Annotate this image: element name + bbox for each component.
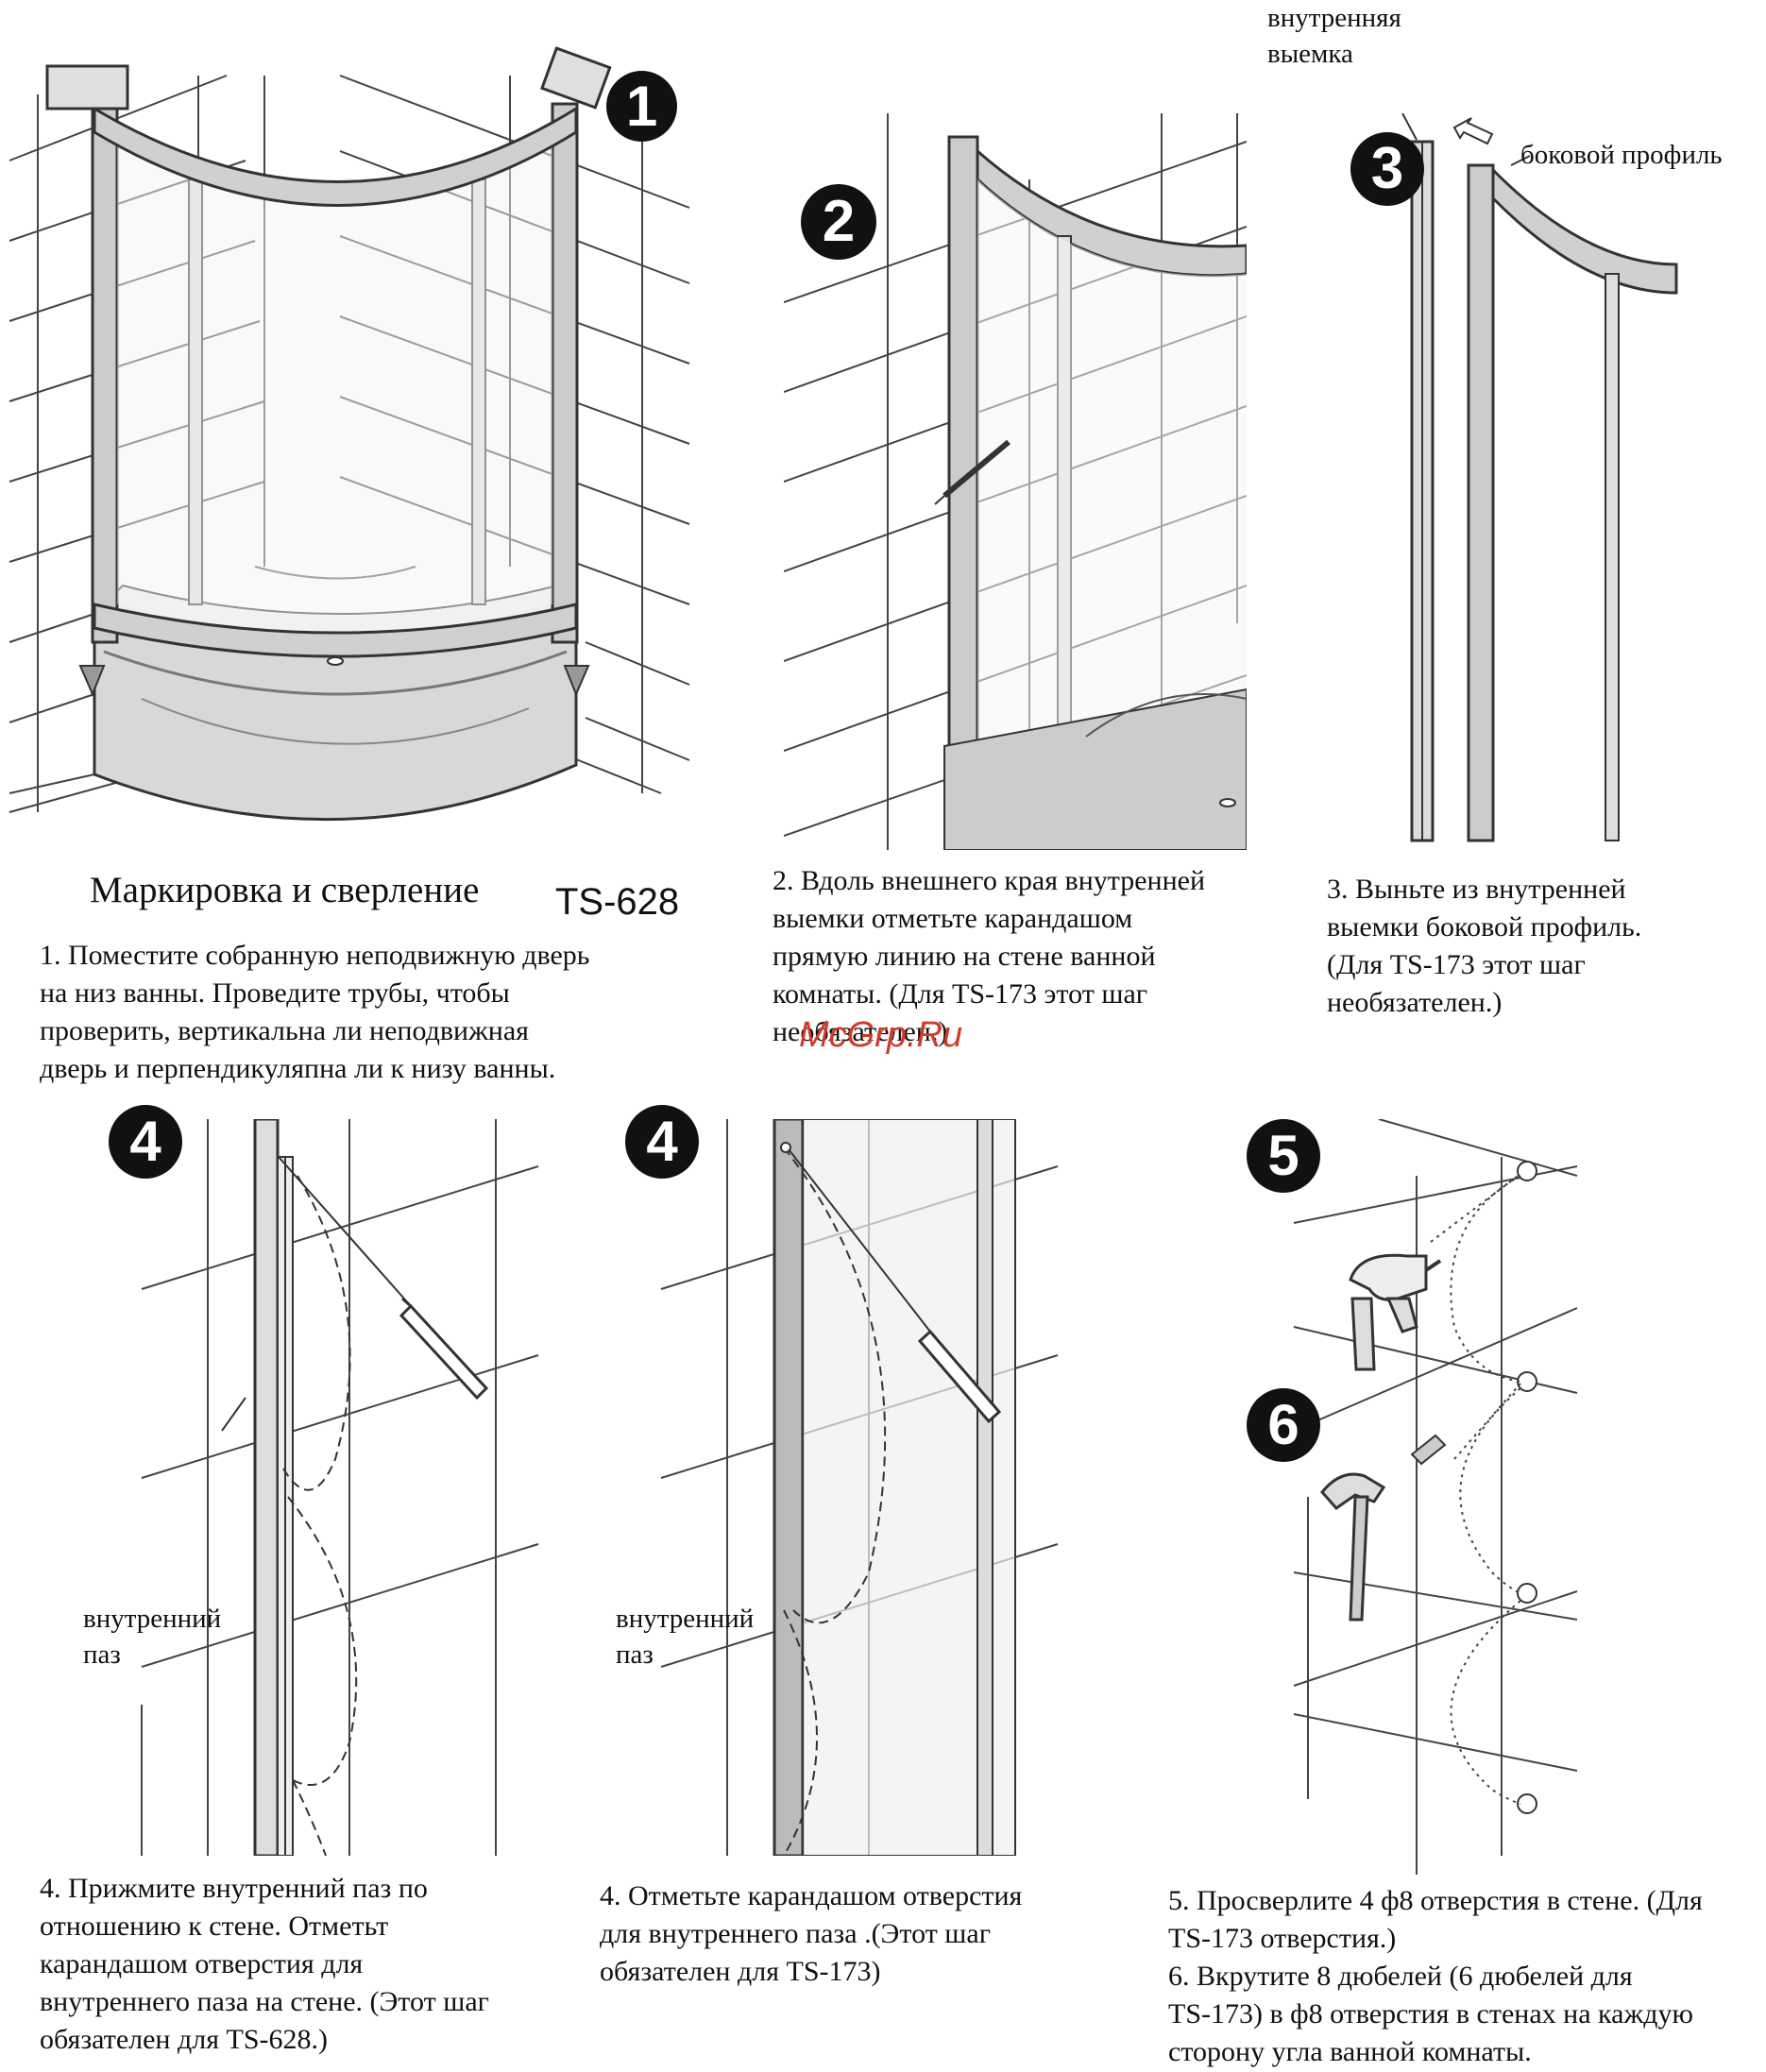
inner-groove-label-a: внутренний паз [83, 1604, 222, 1670]
step-4b-text: 4. Отметьте карандашом отверстия для вну… [600, 1880, 1023, 1987]
inner-notch-label: внутренняя выемка [1267, 3, 1401, 69]
figure-4a-inner-groove [141, 1119, 539, 1856]
step-1-text: 1. Поместите собранную неподвижную дверь… [40, 940, 590, 1084]
figure-3-side-profile [1401, 113, 1678, 842]
side-profile-label: боковой профиль [1520, 140, 1723, 170]
step-2-text: 2. Вдоль внешнего края внутренней выемки… [773, 865, 1206, 1047]
section-title: Маркировка и сверление [90, 870, 480, 910]
step-5-6-text: 5. Просверлите 4 ф8 отверстия в стене. (… [1168, 1885, 1703, 2067]
model-code: TS-628 [555, 881, 680, 923]
figure-4b-inner-groove [660, 1119, 1059, 1856]
step-3-text: 3. Выньте из внутренней выемки боковой п… [1327, 874, 1642, 1018]
step-1-badge: 1 [606, 71, 677, 142]
step-5-badge: 5 [1247, 1119, 1320, 1193]
figure-5-6-drilling [1293, 1119, 1578, 1875]
step-4a-badge: 4 [109, 1105, 182, 1179]
watermark: McGrp.Ru [799, 1015, 963, 1055]
inner-groove-label-b: внутренний паз [616, 1604, 755, 1670]
figure-1-shower-enclosure [8, 46, 690, 822]
figure-2-marking-line [784, 113, 1247, 850]
step-4b-badge: 4 [625, 1105, 699, 1179]
step-6-badge: 6 [1247, 1388, 1320, 1462]
step-4a-text: 4. Прижмите внутренний паз по отношению … [40, 1873, 489, 2055]
step-2-badge: 2 [801, 184, 876, 260]
step-3-badge: 3 [1350, 132, 1424, 206]
